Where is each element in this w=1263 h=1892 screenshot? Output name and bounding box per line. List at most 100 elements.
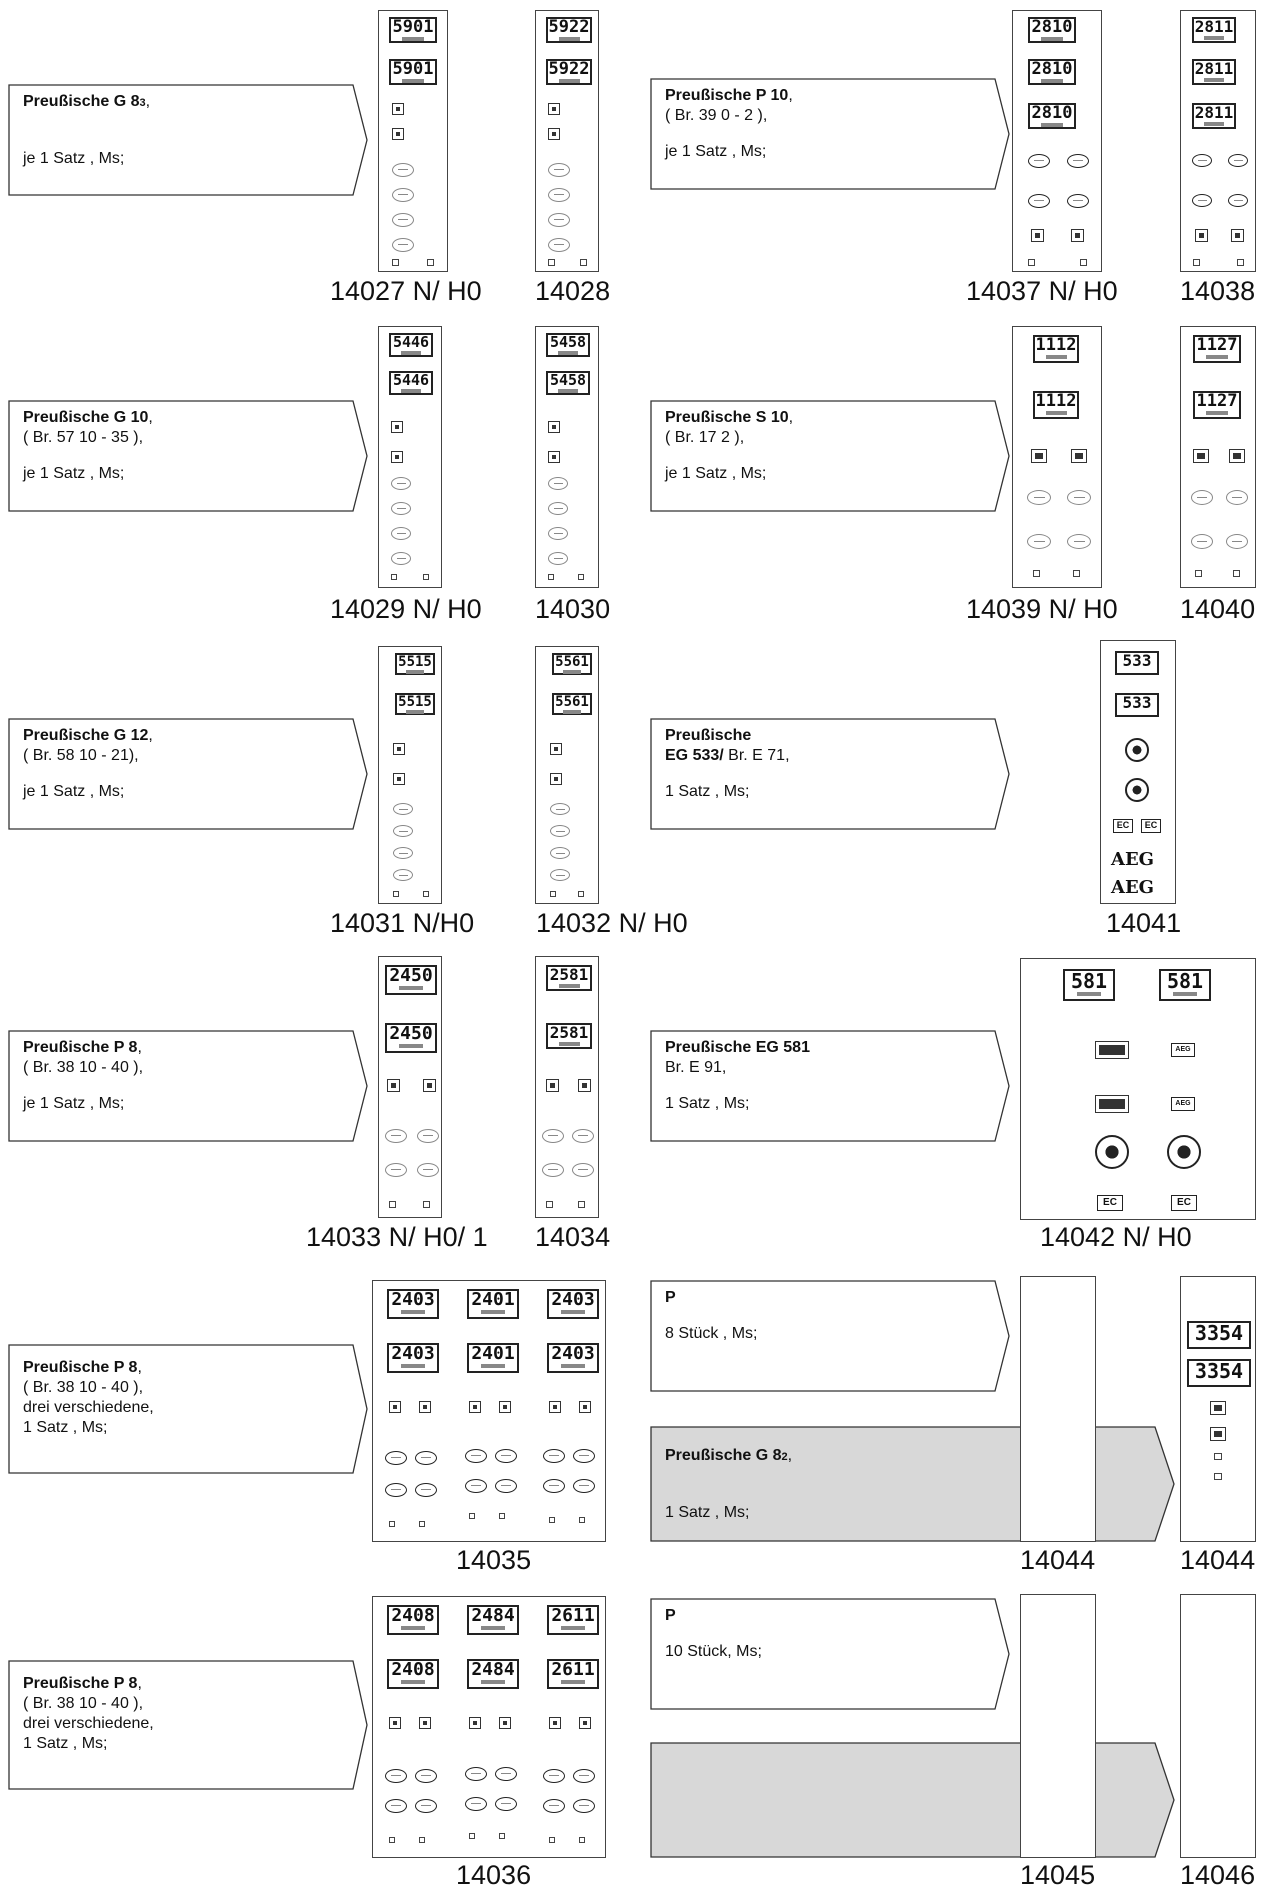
eagle-emblem-icon [392,238,414,252]
number-plate: 2408 [387,1605,439,1635]
ec-badge: EC [1171,1195,1197,1211]
small-mark-icon [1073,570,1080,577]
model-title: Preußische G 12 [23,727,149,744]
eagle-emblem-icon [391,477,411,490]
class-icon [548,421,560,433]
class-icon [579,1401,591,1413]
decal-sheet: 5561 5561 [535,646,599,904]
plate-number: 5515 [398,654,432,670]
class-icon [1071,229,1084,242]
description-arrow-shaded: Preußische G 82, 1 Satz , Ms; [650,1426,1175,1542]
description-arrow: Preußische S 10, ( Br. 17 2 ), je 1 Satz… [650,400,1010,512]
plate-number: 5446 [392,333,430,351]
plate-number: 2484 [471,1659,515,1680]
eagle-emblem-icon [393,825,413,837]
set-info: 10 Stück, Ms; [665,1643,762,1660]
eagle-emblem-icon [1226,534,1248,549]
number-plate: 2403 [387,1289,439,1319]
plate-subtext [401,1626,425,1630]
article-number: 14030 [535,594,611,624]
plate-number: 5561 [555,694,589,710]
eagle-emblem-icon [385,1163,407,1177]
model-class: ( Br. 17 2 ), [665,429,745,446]
set-info: je 1 Satz , Ms; [665,465,767,482]
plate-number: 1112 [1035,391,1077,411]
plate-subtext [558,984,580,988]
eagle-emblem-icon [385,1451,407,1465]
title-comma: , [787,1447,793,1464]
model-class: ( Br. 38 10 - 40 ), [23,1059,144,1076]
plate-subtext [1206,355,1228,359]
plate-number: 1127 [1196,391,1238,411]
article-number: 14045 [1020,1860,1096,1890]
decal-sheet: 5446 5446 [378,326,442,588]
plate-number: 2581 [549,1023,589,1042]
number-plate: 2403 [547,1289,599,1319]
small-mark-icon [578,574,584,580]
decal-sheet: 5922 5922 [535,10,599,272]
plate-number: 2450 [389,965,433,986]
small-mark-icon [389,1837,395,1843]
small-mark-icon [549,1517,555,1523]
eagle-emblem-icon [1125,738,1149,762]
model-title: Preußische P 8 [23,1359,138,1376]
eagle-emblem-icon [391,502,411,515]
eagle-emblem-icon [1228,154,1248,167]
number-plate: 2611 [547,1605,599,1635]
plate-subtext [481,1364,505,1368]
plate-subtext [401,1310,425,1314]
number-plate: 5458 [546,371,590,395]
decal-sheet: 533 533 EC EC AEG AEG [1100,640,1176,904]
title-comma: , [788,409,794,426]
plate-number: 2408 [391,1659,435,1680]
eagle-emblem-icon [542,1129,564,1143]
small-mark-icon [1028,259,1035,266]
article-number: 14035 [456,1545,532,1575]
decal-sheet: 2408 2484 2611 2408 2484 2611 [372,1596,606,1858]
model-title: Preußische [665,727,752,744]
eagle-emblem-icon [417,1163,439,1177]
eagle-emblem-icon [391,552,411,565]
eagle-emblem-icon [573,1799,595,1813]
set-info: 8 Stück , Ms; [665,1325,758,1342]
plate-number: 2403 [551,1289,595,1310]
arrow-shape [650,1598,1010,1710]
eagle-emblem-icon [465,1767,487,1781]
description-arrow: P 10 Stück, Ms; [650,1598,1010,1710]
small-mark-icon [1193,259,1200,266]
plate-subtext [561,1680,585,1684]
eagle-emblem-icon [1067,490,1091,505]
eagle-emblem-icon [548,552,568,565]
eagle-emblem-icon [393,803,413,815]
model-class: ( Br. 38 10 - 40 ), [23,1379,144,1396]
description-arrow: Preußische P 8, ( Br. 38 10 - 40 ), drei… [8,1344,368,1474]
class-icon [389,1717,401,1729]
plate-number: 2811 [1194,17,1234,36]
ec-badge: EC [1113,819,1133,833]
small-mark-icon [1214,1453,1222,1460]
description-arrow: Preußische G 12, ( Br. 58 10 - 21), je 1… [8,718,368,830]
number-plate: 2810 [1028,17,1076,43]
eagle-emblem-icon [550,869,570,881]
plate-number: 533 [1122,651,1152,670]
number-plate: 5561 [552,653,592,675]
class-icon [423,1079,436,1092]
model-title: P [665,1289,676,1306]
small-mark-icon [1214,1473,1222,1480]
article-number: 14046 [1180,1860,1256,1890]
eagle-emblem-icon [385,1129,407,1143]
decal-sheet: 5901 5901 [378,10,448,272]
decal-sheet: 2403 2401 2403 2403 2401 2403 [372,1280,606,1542]
number-plate: 2401 [467,1343,519,1373]
class-icon [1195,229,1208,242]
decal-sheet: 2811 2811 2811 [1180,10,1256,272]
plate-subtext [561,1364,585,1368]
plate-subtext [558,79,580,83]
arrow-shape [8,1660,368,1790]
class-icon [1071,449,1087,463]
description-arrow: Preußische EG 581 Br. E 91, 1 Satz , Ms; [650,1030,1010,1142]
description-arrow-shaded [650,1742,1175,1858]
number-plate: 2611 [547,1659,599,1689]
small-mark-icon [389,1521,395,1527]
small-mark-icon [423,1201,430,1208]
